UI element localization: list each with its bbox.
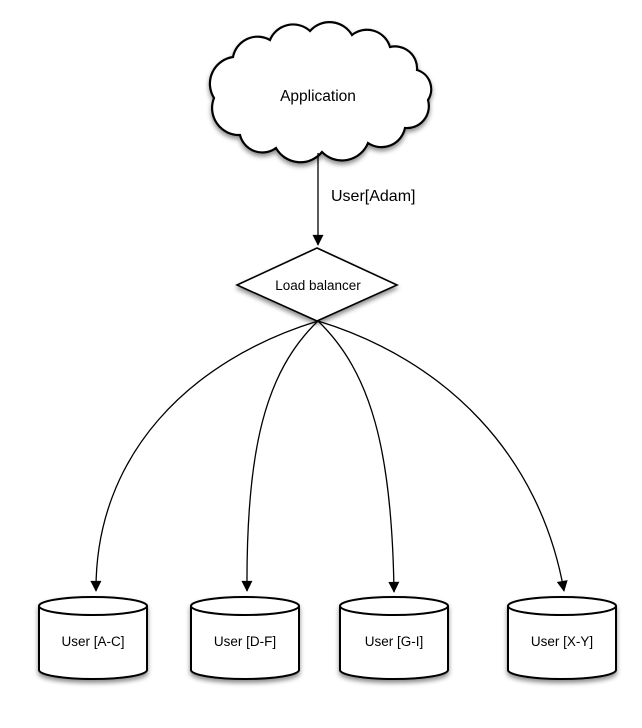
shard-cylinder-2 xyxy=(339,596,449,680)
shard-label-3: User [X-Y] xyxy=(531,634,593,649)
shard-label-1: User [D-F] xyxy=(214,634,276,649)
cylinder-body xyxy=(339,606,449,680)
edge-lb-to-shard-1 xyxy=(241,320,319,592)
cylinder-top xyxy=(38,596,148,616)
edge-lb-to-shard-2 xyxy=(317,320,400,593)
shard-cylinder-3 xyxy=(507,596,617,680)
shard-cylinder-1 xyxy=(190,596,300,680)
cloud-shape-icon xyxy=(208,21,433,164)
cylinder-body xyxy=(190,606,300,680)
cylinder-top xyxy=(339,596,449,616)
shard-label-2: User [G-I] xyxy=(365,634,424,649)
shard-cylinder-0 xyxy=(38,596,148,680)
node-application xyxy=(208,21,433,164)
cylinder-body xyxy=(38,606,148,680)
shard-label-0: User [A-C] xyxy=(61,634,124,649)
edge-label-user-adam: User[Adam] xyxy=(331,188,415,205)
load-balancer-label: Load balancer xyxy=(275,278,361,293)
cylinder-body xyxy=(507,606,617,680)
edge-lb-to-shard-0 xyxy=(90,320,319,592)
application-label: Application xyxy=(280,88,356,105)
edge-lb-to-shard-3 xyxy=(317,320,568,592)
cylinder-top xyxy=(507,596,617,616)
cylinder-top xyxy=(190,596,300,616)
